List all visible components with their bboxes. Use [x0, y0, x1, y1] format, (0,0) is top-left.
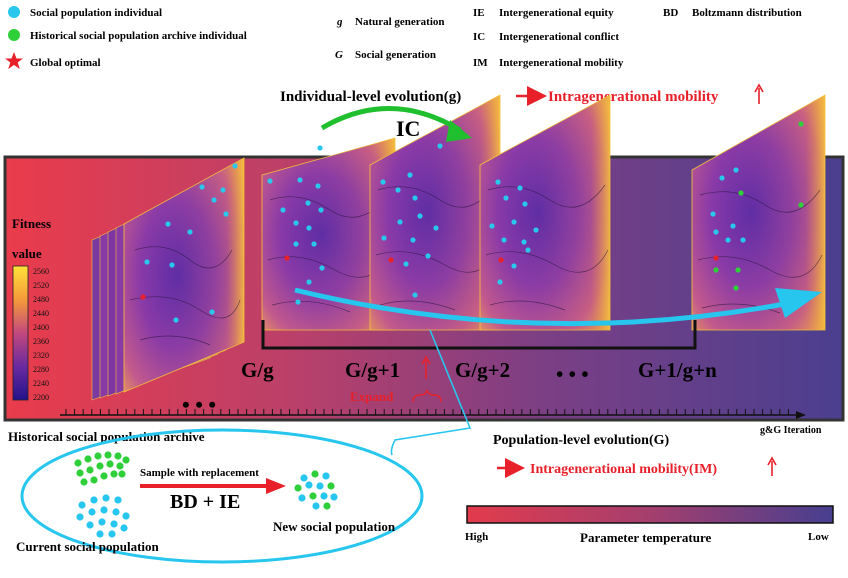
colorbar-ticks: 2560 2520 2480 2440 2400 2360 2320 2280 …	[33, 267, 49, 402]
colorbar-tick: 2280	[33, 365, 49, 374]
connector-line	[390, 329, 472, 456]
colorbar-tick: 2200	[33, 393, 49, 402]
archive-individual-marker	[8, 29, 20, 41]
sample-label: Sample with replacement	[140, 467, 259, 479]
temp-low-label: Low	[808, 531, 829, 543]
gen-label-g2: G/g+2	[455, 358, 510, 382]
fitness-colorbar	[12, 265, 29, 401]
axis-label: g&G Iteration	[760, 425, 822, 436]
ic-label: IC	[396, 116, 420, 141]
colorbar-tick: 2480	[33, 295, 49, 304]
heatmap-panel-g2	[479, 94, 611, 331]
legend-archive-individual: Historical social population archive ind…	[30, 30, 247, 42]
abbr-meaning: Intergenerational mobility	[499, 57, 624, 69]
current-population-label: Current social population	[16, 539, 160, 554]
current-population-cluster	[76, 494, 130, 538]
temp-high-label: High	[465, 531, 488, 543]
abbr-symbol: g	[336, 16, 343, 28]
abbreviation-list: g Natural generation G Social generation…	[335, 7, 802, 69]
colorbar-tick: 2320	[33, 351, 49, 360]
social-individual-marker	[8, 6, 20, 18]
abbr-meaning: Natural generation	[355, 16, 445, 28]
new-population-cluster	[294, 470, 338, 510]
bd-ie-label: BD + IE	[170, 491, 240, 513]
abbr-meaning: Boltzmann distribution	[692, 7, 802, 19]
cyan-arrow-icon	[775, 288, 822, 318]
heatmap-panel-g	[261, 137, 396, 331]
abbr-meaning: Intergenerational equity	[499, 7, 614, 19]
population-evolution-label: Population-level evolution(G)	[493, 433, 670, 448]
gen-label-gn: G+1/g+n	[638, 358, 717, 382]
colorbar-tick: 2360	[33, 337, 49, 346]
abbr-symbol: IE	[473, 7, 485, 19]
gen-label-g1: G/g+1	[345, 358, 400, 382]
gen-label-g: G/g	[241, 358, 274, 382]
ic-arrow	[320, 106, 462, 133]
fitness-subtitle: value	[12, 246, 42, 261]
intra-mobility-im-label: Intragenerational mobility(IM)	[530, 462, 717, 477]
colorbar-tick: 2400	[33, 323, 49, 332]
abbr-meaning: Social generation	[355, 49, 436, 61]
population-arrow	[294, 287, 791, 327]
archive-cluster	[74, 451, 130, 486]
temp-title: Parameter temperature	[580, 530, 711, 545]
individual-evolution-label: Individual-level evolution(g)	[280, 89, 461, 105]
colorbar-tick: 2440	[33, 309, 49, 318]
archive-dots: • • •	[182, 392, 216, 417]
intra-mobility-label: Intragenerational mobility	[548, 89, 719, 105]
abbr-meaning: Intergenerational conflict	[499, 31, 619, 43]
gen-dots: • • •	[556, 362, 589, 386]
legend-social-individual: Social population individual	[30, 7, 162, 19]
colorbar-tick: 2560	[33, 267, 49, 276]
heatmap-panel-g1	[369, 94, 501, 331]
new-population-label: New social population	[273, 519, 396, 534]
generation-bracket	[261, 320, 697, 350]
legend-global-optimal: Global optimal	[30, 57, 101, 69]
fitness-title: Fitness	[12, 216, 51, 231]
heatmap-panel-gn	[691, 94, 826, 331]
colorbar-tick: 2240	[33, 379, 49, 388]
expand-label: Expand	[350, 389, 394, 404]
green-arrow-icon	[446, 120, 472, 142]
abbr-symbol: G	[335, 49, 343, 61]
temperature-bar	[466, 505, 834, 524]
star-icon	[5, 52, 23, 69]
abbr-symbol: IC	[473, 31, 485, 43]
red-arrow-icon	[266, 478, 286, 494]
abbr-symbol: IM	[473, 57, 488, 69]
abbr-symbol: BD	[663, 7, 678, 19]
axis-ticks	[65, 409, 789, 415]
archive-heatmap-stack	[91, 157, 245, 401]
sampling-ellipse	[20, 428, 424, 564]
legend: Social population individual Historical …	[5, 6, 247, 69]
expand-brace	[412, 389, 442, 403]
colorbar-tick: 2520	[33, 281, 49, 290]
